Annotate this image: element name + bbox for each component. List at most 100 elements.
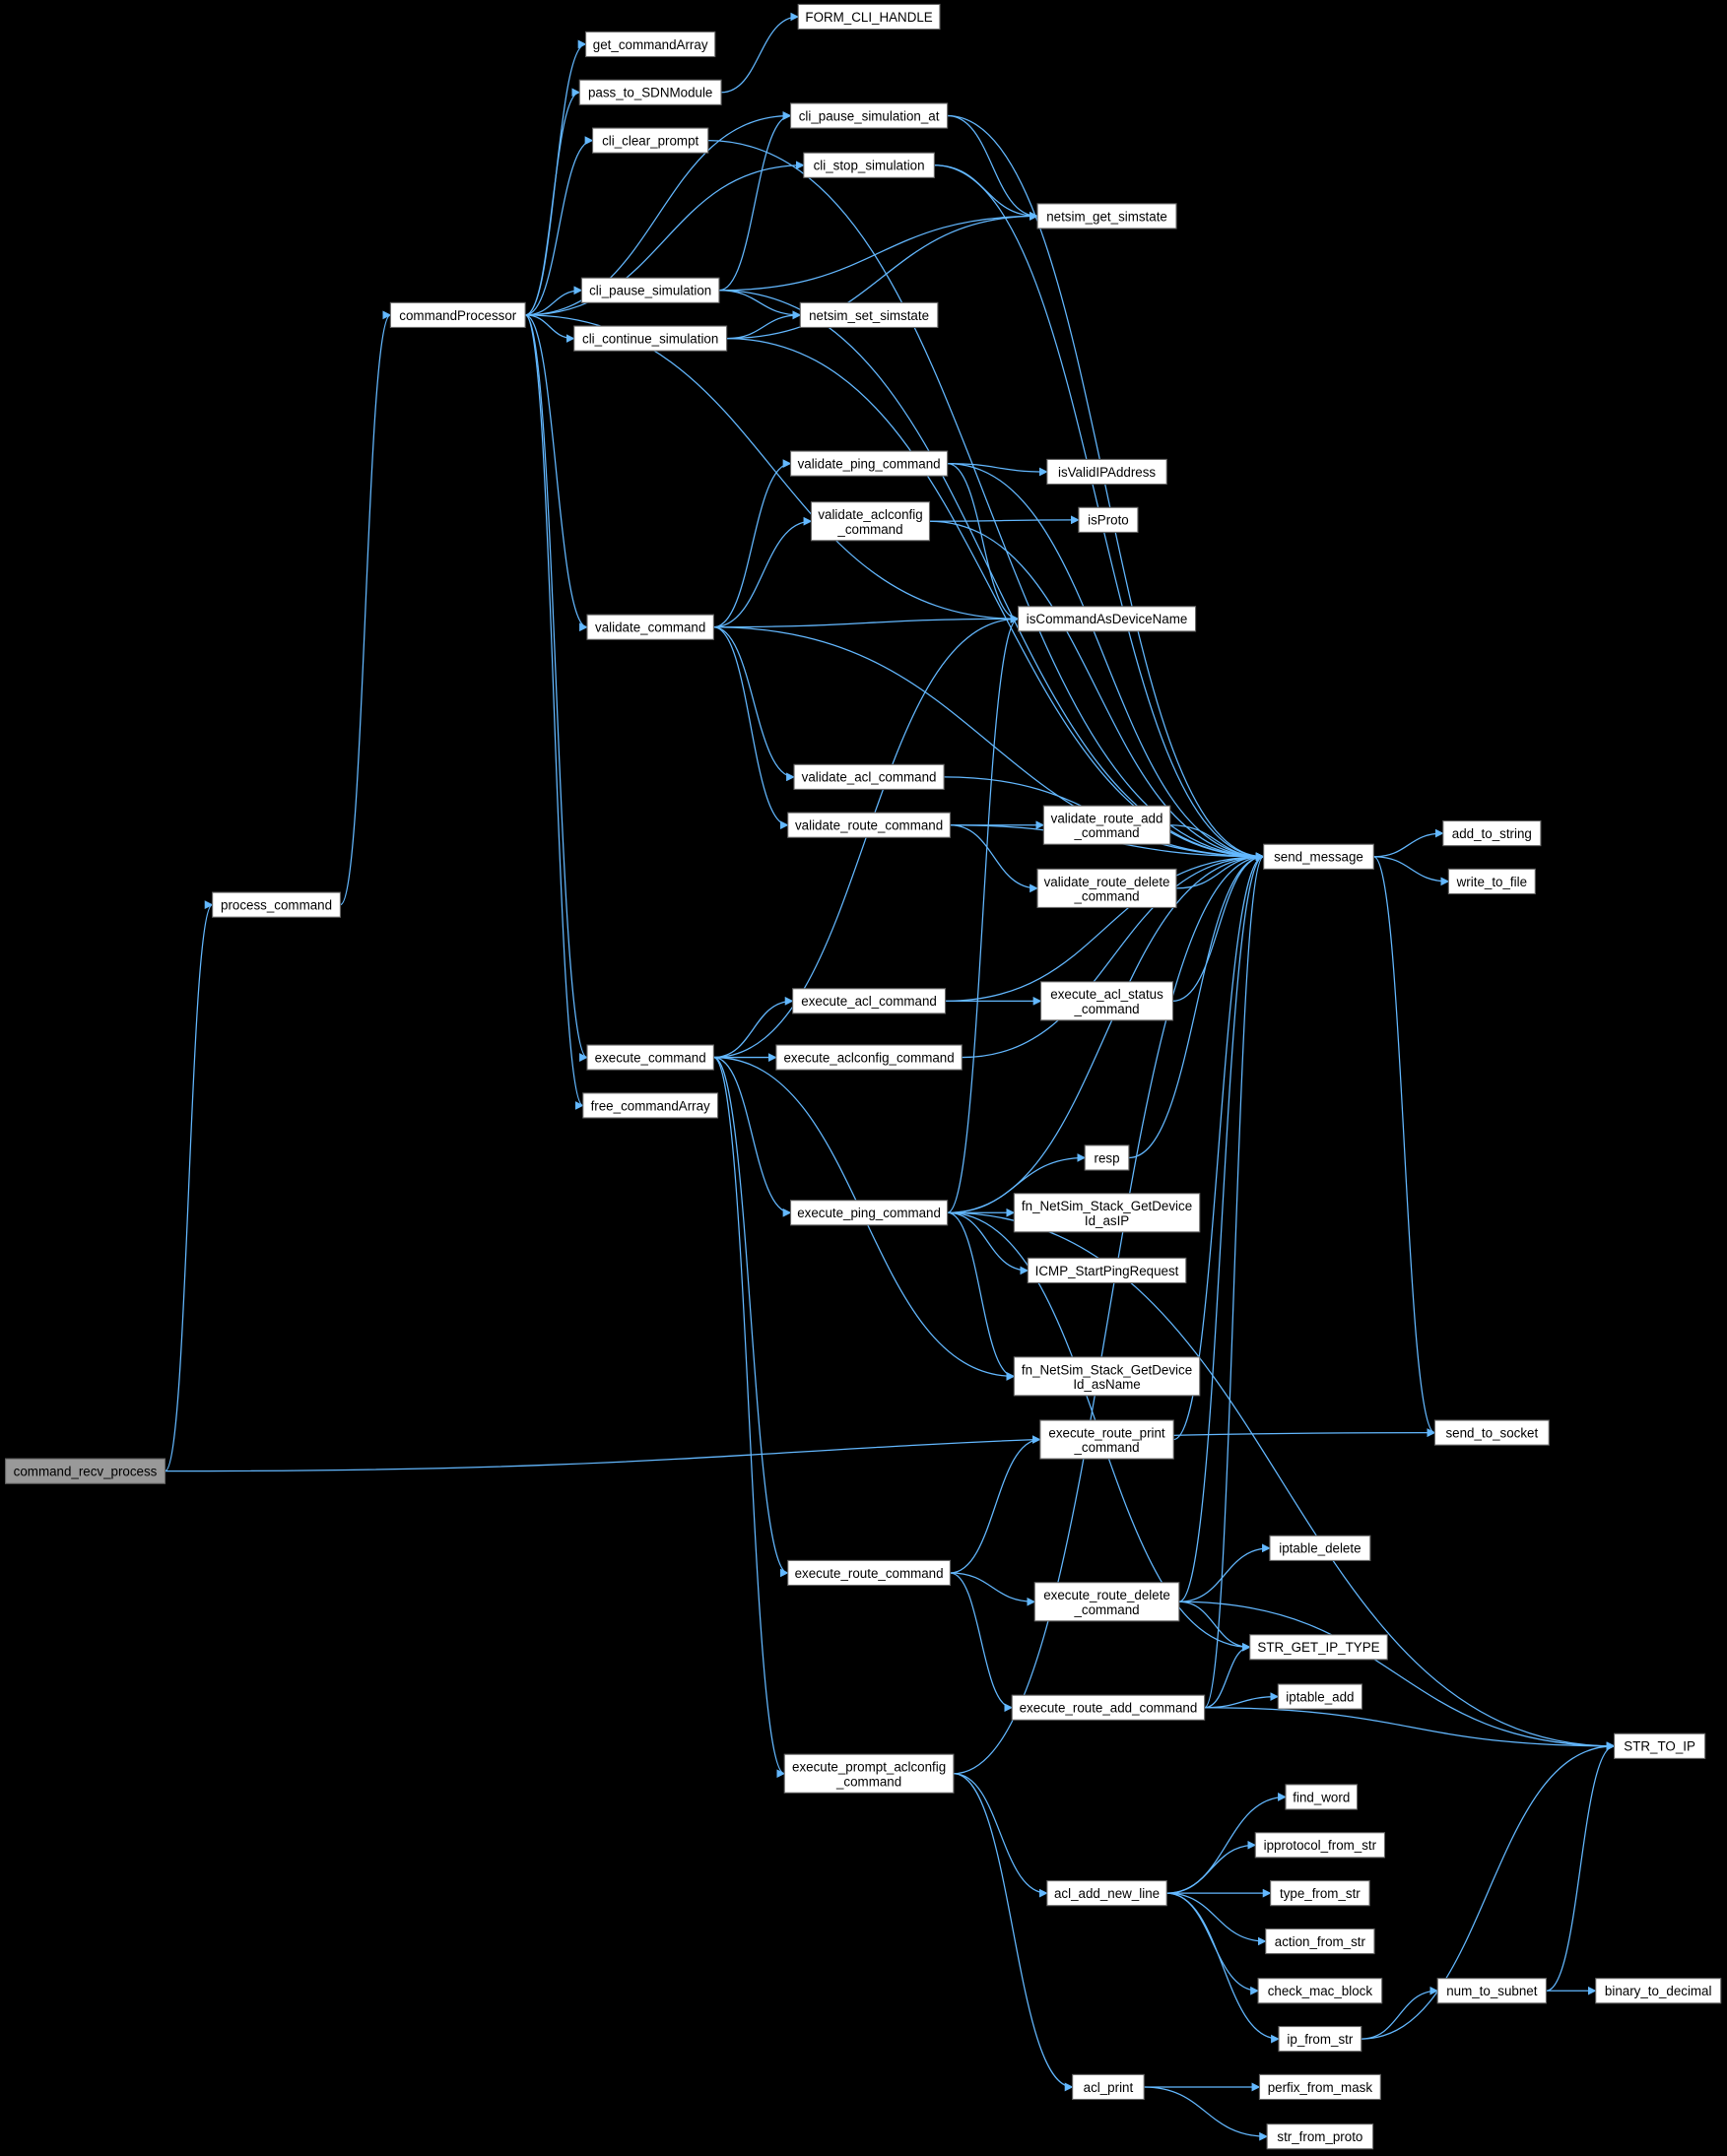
node-validate_acl_command[interactable]: validate_acl_command [793,763,945,790]
edge-command_recv_process-to-send_to_socket [165,1428,1436,1472]
node-label: acl_print [1084,2080,1134,2095]
node-cli_pause_simulation[interactable]: cli_pause_simulation [580,277,720,303]
node-label: Id_asName [1073,1377,1140,1392]
node-iptable_add[interactable]: iptable_add [1277,1683,1362,1710]
node-execute_route_print_command[interactable]: execute_route_print_command [1039,1419,1174,1460]
node-label: write_to_file [1456,875,1527,889]
node-label: fn_NetSim_Stack_GetDevice [1022,1199,1192,1213]
edge-execute_prompt_aclconfig_command-to-acl_print [953,1773,1074,2092]
edge-execute_route_delete_command-to-STR_TO_IP [1178,1601,1616,1751]
node-validate_route_command[interactable]: validate_route_command [787,812,951,838]
edge-execute_ping_command-to-ICMP_StartPingRequest [947,1211,1030,1275]
node-label: send_to_socket [1445,1425,1538,1440]
node-pass_to_SDNModule[interactable]: pass_to_SDNModule [578,79,722,105]
node-box [1266,2123,1374,2150]
node-free_commandArray[interactable]: free_commandArray [582,1092,719,1119]
node-label: check_mac_block [1268,1984,1373,1998]
node-execute_route_command[interactable]: execute_route_command [787,1559,951,1587]
node-label: _command [1073,1002,1139,1016]
edge-execute_route_add_command-to-send_message [1204,852,1265,1709]
node-get_commandArray[interactable]: get_commandArray [585,31,716,58]
node-command_recv_process[interactable]: command_recv_process [5,1458,166,1484]
node-label: _command [1073,825,1139,840]
node-execute_route_add_command[interactable]: execute_route_add_command [1011,1694,1206,1721]
node-box [1595,1978,1722,2004]
edge-execute_route_delete_command-to-send_message [1178,852,1265,1602]
node-resp[interactable]: resp [1084,1144,1130,1171]
node-label: Id_asIP [1085,1213,1129,1228]
edge-execute_route_command-to-execute_route_add_command [950,1572,1014,1713]
edge-cli_clear_prompt-to-send_message [707,140,1265,862]
node-isValidIPAddress[interactable]: isValidIPAddress [1046,458,1167,486]
node-FORM_CLI_HANDLE[interactable]: FORM_CLI_HANDLE [797,3,941,31]
node-check_mac_block[interactable]: check_mac_block [1257,1978,1383,2004]
node-commandProcessor[interactable]: commandProcessor [389,301,526,329]
edge-execute_ping_command-to-fn_NetSim_Stack_GetDeviceId_asName [947,1211,1016,1381]
node-send_to_socket[interactable]: send_to_socket [1433,1419,1550,1446]
node-num_to_subnet[interactable]: num_to_subnet [1436,1978,1548,2004]
edge-execute_command-to-isCommandAsDeviceName [713,614,1020,1059]
node-execute_command[interactable]: execute_command [586,1044,714,1071]
node-execute_prompt_aclconfig_command[interactable]: execute_prompt_aclconfig_command [783,1753,955,1794]
node-label: _command [836,522,902,537]
node-box [783,1753,955,1794]
node-type_from_str[interactable]: type_from_str [1270,1880,1370,1907]
node-isProto[interactable]: isProto [1078,506,1139,533]
node-execute_acl_status_command[interactable]: execute_acl_status_command [1039,981,1174,1021]
node-validate_route_delete_command[interactable]: validate_route_delete_command [1036,868,1177,908]
node-ip_from_str[interactable]: ip_from_str [1278,2025,1362,2053]
node-box [789,102,949,129]
node-binary_to_decimal[interactable]: binary_to_decimal [1595,1978,1722,2004]
node-cli_continue_simulation[interactable]: cli_continue_simulation [573,325,728,352]
node-isCommandAsDeviceName[interactable]: isCommandAsDeviceName [1017,606,1197,632]
edge-execute_route_print_command-to-send_message [1173,852,1265,1441]
node-validate_command[interactable]: validate_command [586,614,714,640]
edge-commandProcessor-to-cli_clear_prompt [525,136,594,316]
node-netsim_set_simstate[interactable]: netsim_set_simstate [799,301,939,329]
node-label: ipprotocol_from_str [1264,1838,1377,1853]
node-execute_aclconfig_command[interactable]: execute_aclconfig_command [775,1044,963,1071]
node-perfix_from_mask[interactable]: perfix_from_mask [1258,2073,1381,2101]
node-box [1011,1694,1206,1721]
node-label: _command [1073,1440,1139,1455]
node-str_from_proto[interactable]: str_from_proto [1266,2123,1374,2150]
node-find_word[interactable]: find_word [1285,1784,1359,1810]
node-iptable_delete[interactable]: iptable_delete [1269,1535,1371,1561]
node-label: ICMP_StartPingRequest [1035,1264,1179,1278]
node-action_from_str[interactable]: action_from_str [1265,1927,1375,1955]
node-cli_stop_simulation[interactable]: cli_stop_simulation [803,152,935,178]
node-execute_route_delete_command[interactable]: execute_route_delete_command [1033,1582,1180,1622]
node-label: validate_aclconfig [818,507,922,522]
node-box [1042,805,1171,845]
node-cli_clear_prompt[interactable]: cli_clear_prompt [591,127,709,154]
node-acl_print[interactable]: acl_print [1072,2073,1145,2101]
edge-cli_pause_simulation_at-to-send_message [947,114,1265,862]
node-STR_TO_IP[interactable]: STR_TO_IP [1613,1732,1706,1759]
node-label: execute_route_add_command [1020,1701,1198,1716]
node-acl_add_new_line[interactable]: acl_add_new_line [1046,1880,1167,1907]
edge-pass_to_SDNModule-to-FORM_CLI_HANDLE [721,12,800,94]
edge-validate_command-to-validate_ping_command [713,459,792,628]
node-box [212,891,341,918]
node-box [1039,1419,1174,1460]
node-execute_ping_command[interactable]: execute_ping_command [789,1200,949,1226]
node-cli_pause_simulation_at[interactable]: cli_pause_simulation_at [789,102,949,129]
node-add_to_string[interactable]: add_to_string [1442,819,1542,847]
node-validate_aclconfig_command[interactable]: validate_aclconfig_command [810,501,931,542]
node-ipprotocol_from_str[interactable]: ipprotocol_from_str [1254,1832,1386,1859]
node-validate_ping_command[interactable]: validate_ping_command [789,450,949,477]
node-write_to_file[interactable]: write_to_file [1447,868,1536,895]
node-box [775,1044,963,1071]
node-process_command[interactable]: process_command [212,891,341,918]
node-ICMP_StartPingRequest[interactable]: ICMP_StartPingRequest [1027,1257,1187,1284]
node-execute_acl_command[interactable]: execute_acl_command [792,988,947,1014]
node-label: isCommandAsDeviceName [1027,612,1188,626]
node-netsim_get_simstate[interactable]: netsim_get_simstate [1036,203,1177,229]
node-box [1078,506,1139,533]
node-box [586,1044,714,1071]
node-validate_route_add_command[interactable]: validate_route_add_command [1042,805,1171,845]
node-STR_GET_IP_TYPE[interactable]: STR_GET_IP_TYPE [1249,1634,1388,1661]
node-send_message[interactable]: send_message [1263,843,1374,870]
